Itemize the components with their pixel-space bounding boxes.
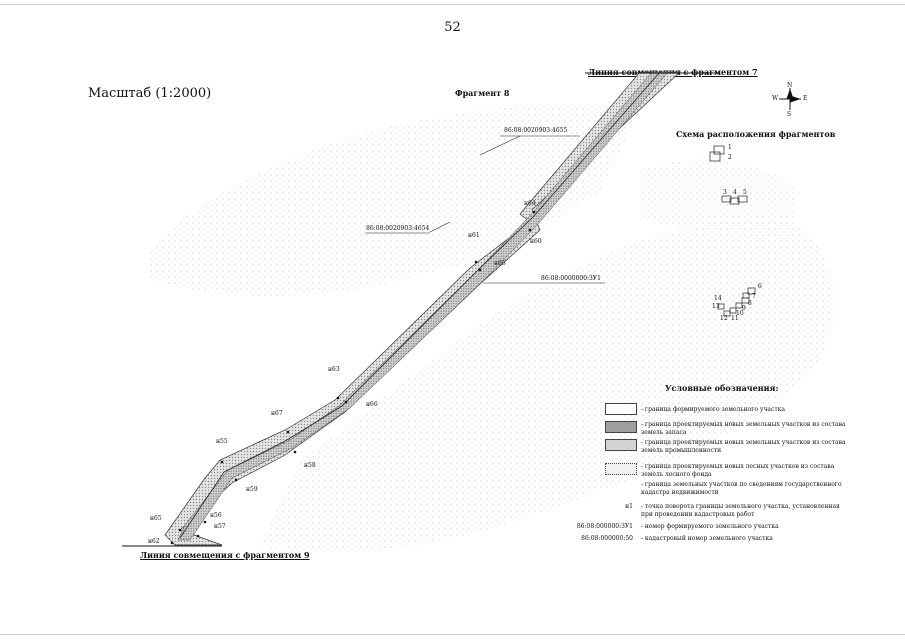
- point-label: н67: [271, 410, 283, 417]
- legend-code: 86:08:000000:50: [581, 535, 633, 542]
- compass-n: N: [787, 82, 793, 89]
- legend-swatch-forest: [605, 463, 637, 475]
- scheme-label: 1: [728, 144, 732, 151]
- forest-area-north: [150, 103, 640, 296]
- scheme-label: 13: [712, 303, 720, 310]
- scheme-label: 7: [752, 293, 756, 300]
- forest-area-east: [640, 159, 800, 240]
- parcel-callout: 86:08:0020903:4655: [504, 127, 568, 134]
- point-label: н66: [366, 401, 378, 408]
- corridor-centerline: [179, 71, 661, 539]
- legend-swatch-cadastre: [605, 481, 637, 493]
- compass-s: S: [787, 111, 792, 118]
- scheme-label: 5: [743, 189, 747, 196]
- compass-rose: [779, 88, 801, 110]
- legend-title: Условные обозначения:: [665, 383, 779, 393]
- legend-swatch-industry: [605, 439, 637, 451]
- page-number: 52: [444, 20, 461, 35]
- scale-label: Масштаб (1:2000): [88, 86, 212, 101]
- scheme-label: 14: [714, 295, 722, 302]
- turning-points: [170, 210, 536, 545]
- callout-leader-4654: [429, 221, 451, 233]
- scheme-label: 9: [742, 305, 746, 312]
- scheme-title: Схема расположения фрагментов: [676, 129, 836, 139]
- parcel-callout: 86:08:0000000:ЗУ1: [541, 275, 601, 282]
- scheme-label: 3: [723, 189, 727, 196]
- callout-leader-4655: [479, 135, 521, 156]
- point-label: н56: [210, 512, 222, 519]
- point-label: н61: [468, 232, 480, 239]
- scheme-label: 2: [728, 154, 732, 161]
- legend-swatch-reserve: [605, 421, 637, 433]
- point-label: н55: [216, 438, 228, 445]
- bottom-edge-rule: [0, 634, 905, 635]
- top-edge-rule: [0, 4, 905, 5]
- legend-code: н1: [625, 503, 633, 510]
- point-label: н59: [246, 486, 258, 493]
- scheme-label: 10: [736, 310, 744, 317]
- point-label: н63: [328, 366, 340, 373]
- compass-e: E: [803, 95, 808, 102]
- scheme-label: 8: [748, 300, 752, 307]
- fragment-scheme: [709, 145, 756, 317]
- scheme-label: 6: [758, 283, 762, 290]
- point-label: н58: [304, 462, 316, 469]
- point-label: н60: [530, 238, 542, 245]
- point-label: н62: [148, 538, 160, 545]
- legend-swatch-parcel: [605, 403, 637, 415]
- point-label: н65: [494, 260, 506, 267]
- point-label: н57: [214, 523, 226, 530]
- scheme-label: 12: [720, 315, 728, 322]
- scheme-label: 11: [731, 315, 739, 322]
- point-label: н64: [524, 200, 536, 207]
- join-line-bottom-label: Линия совмещения с фрагментом 9: [140, 550, 310, 560]
- legend-code: 86:08:000000:ЗУ1: [576, 523, 633, 530]
- forest-area-south: [260, 218, 835, 553]
- compass-w: W: [772, 95, 779, 102]
- point-label: н65: [150, 515, 162, 522]
- fragment-title: Фрагмент 8: [455, 88, 510, 98]
- parcel-callout: 86:08:0020903:4654: [366, 225, 430, 232]
- scheme-label: 4: [733, 189, 737, 196]
